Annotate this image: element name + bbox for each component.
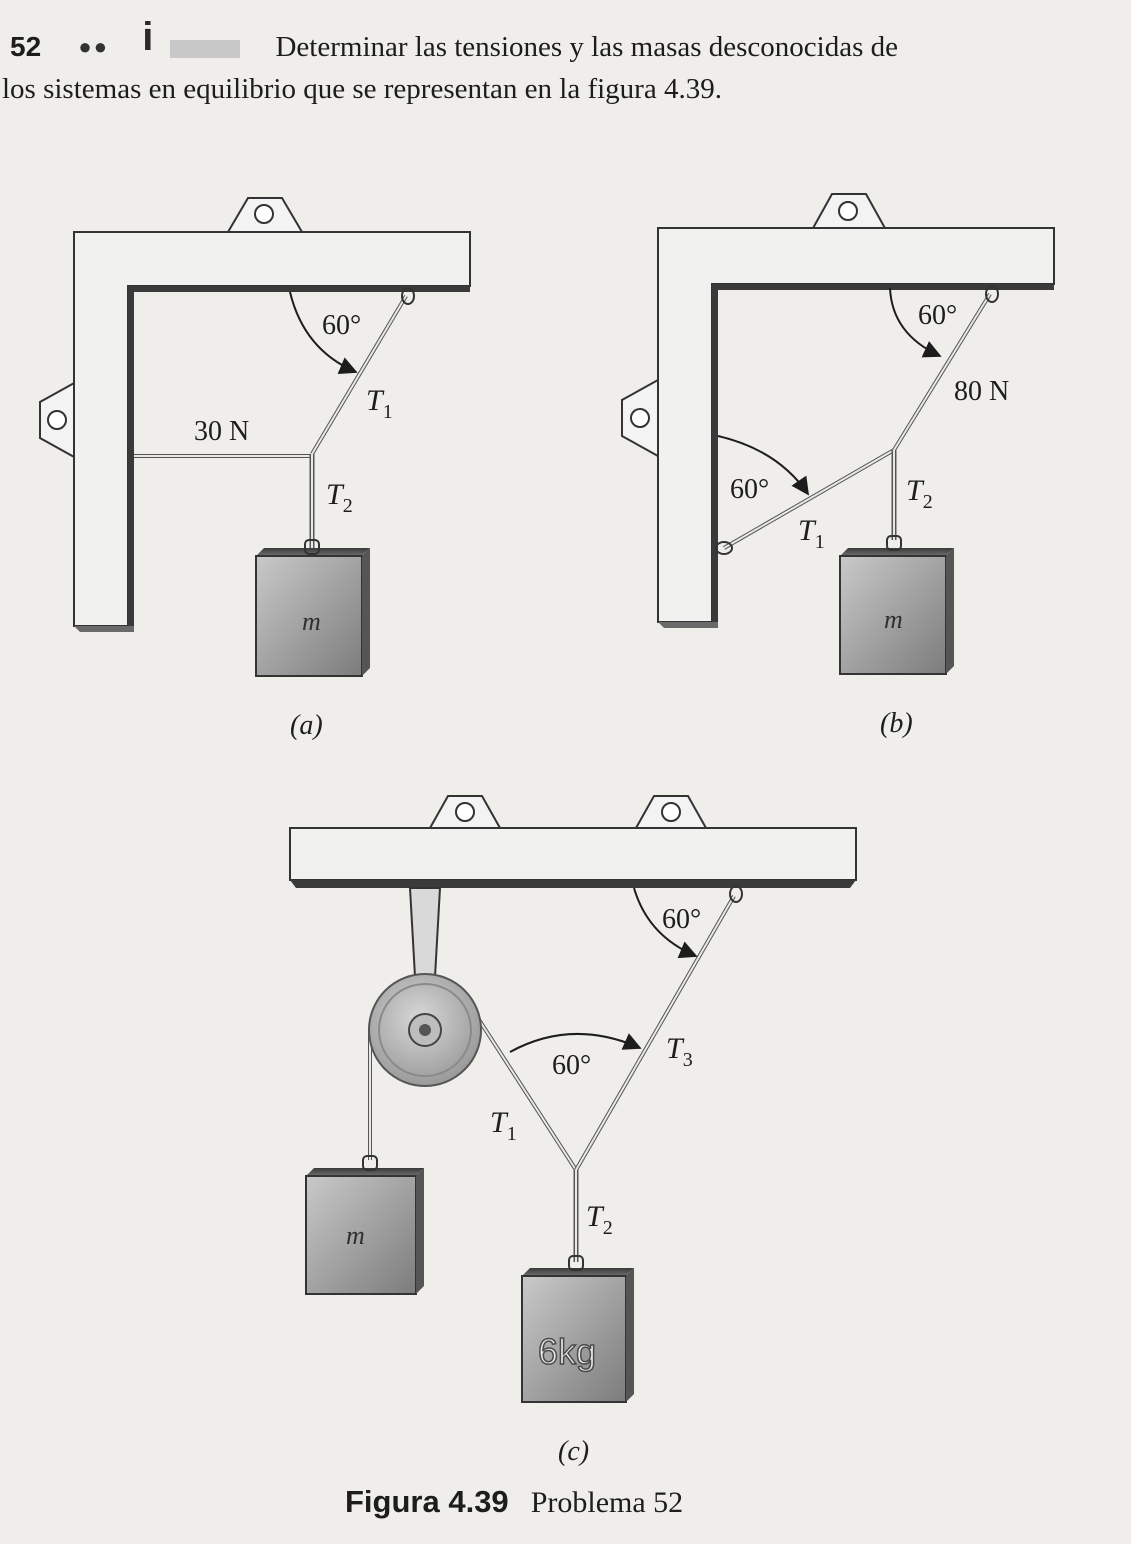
angle-arc-top-c [633, 887, 698, 959]
caption-b: (b) [880, 708, 913, 739]
tension-t1-label-b: T1 [798, 514, 825, 553]
tension-t2-label-c: T2 [586, 1200, 613, 1239]
mount-tab-left-c [428, 795, 502, 829]
problem-text-line1: Determinar las tensiones y las masas des… [275, 31, 898, 63]
mass-box-b [839, 535, 954, 675]
problem-number: 52 [10, 31, 42, 62]
mass-label-a: m [302, 607, 321, 636]
tension-t2-label-a: T2 [326, 478, 353, 517]
mount-tab-left-a [39, 380, 77, 460]
mass-label-b: m [884, 605, 903, 634]
figure-label: Figura 4.39 [345, 1484, 509, 1519]
angle-label-top-c: 60° [662, 904, 701, 935]
angle-arc-top-b [889, 287, 942, 358]
angle-arc-left-b [717, 435, 810, 496]
tension-t1-label-c: T1 [490, 1106, 517, 1145]
force-label-a: 30 N [194, 416, 249, 447]
diagram-a: 60° T1 30 N T2 m (a) [39, 197, 471, 741]
mount-tab-top-b [810, 193, 888, 231]
interactive-icon: i [136, 17, 246, 60]
mount-tab-top-a [226, 197, 304, 233]
problem-line-2: los sistemas en equilibrio que se repres… [2, 72, 1112, 106]
mass-box-6kg-c [521, 1255, 634, 1403]
diagram-c: 60° 60° T3 T1 T2 m 6kg (c) [289, 795, 857, 1467]
tension-t3-label-c: T3 [666, 1032, 693, 1071]
difficulty-dots: ●● [78, 34, 109, 59]
angle-label-top-b: 60° [918, 300, 957, 331]
tension-t1-label-a: T1 [366, 384, 393, 423]
mass-label-6kg-c: 6kg [538, 1331, 596, 1372]
ceiling-beam-c [289, 827, 857, 881]
problem-text-line2: los sistemas en equilibrio que se repres… [2, 73, 722, 105]
mass-label-left-c: m [346, 1221, 365, 1250]
angle-label-a: 60° [322, 310, 361, 341]
mass-box-left-c [305, 1155, 424, 1295]
mount-tab-left-b [621, 378, 659, 458]
mount-tab-right-c [634, 795, 708, 829]
angle-label-mid-c: 60° [552, 1050, 591, 1081]
pulley-c [368, 973, 482, 1087]
mass-box-a [255, 539, 370, 677]
problem-line-1: 52 ●● i Determinar las tensiones y las m… [10, 17, 1120, 64]
force-label-b: 80 N [954, 376, 1009, 407]
angle-arc-mid-c [509, 1033, 642, 1053]
caption-a: (a) [290, 710, 323, 741]
figure-caption: Figura 4.39 Problema 52 [345, 1484, 683, 1520]
angle-label-left-b: 60° [730, 474, 769, 505]
figure-problem: Problema 52 [530, 1486, 684, 1519]
caption-c: (c) [558, 1436, 589, 1467]
diagram-b: 60° 80 N 60° T1 T2 m (b) [621, 193, 1055, 739]
tension-t2-label-b: T2 [906, 474, 933, 513]
angle-arc-a [289, 291, 358, 374]
